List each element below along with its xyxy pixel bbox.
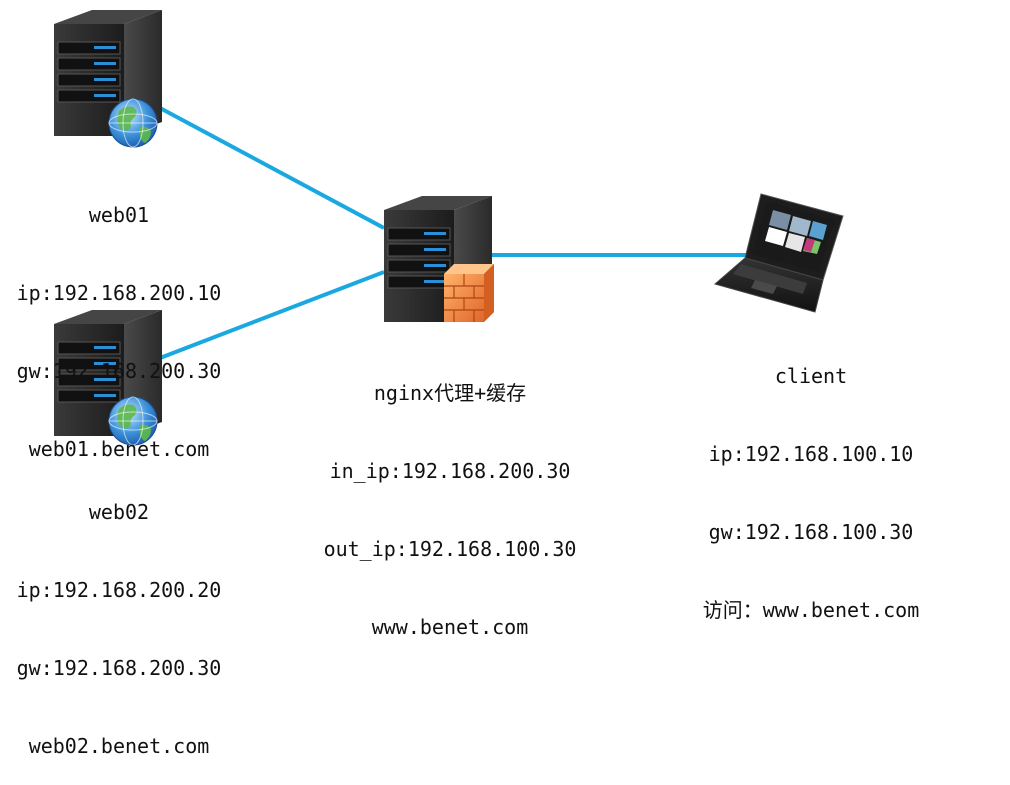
proxy-domain: www.benet.com (371, 615, 529, 639)
web01-label: web01 ip:192.168.200.10 gw:192.168.200.3… (0, 150, 238, 488)
client-visit: 访问：www.benet.com (702, 598, 920, 622)
network-diagram (53, 9, 844, 446)
proxy-out-ip: out_ip:192.168.100.30 (323, 537, 577, 561)
web02-ip: ip:192.168.200.20 (16, 578, 222, 602)
proxy-in-ip: in_ip:192.168.200.30 (329, 459, 571, 483)
web01-domain: web01.benet.com (28, 437, 210, 461)
web01-gateway: gw:192.168.200.30 (16, 359, 222, 383)
client-gateway: gw:192.168.100.30 (708, 520, 914, 544)
firewall-icon (444, 264, 494, 322)
laptop-icon (713, 193, 844, 313)
web01-name: web01 (88, 203, 150, 227)
proxy-name: nginx代理+缓存 (373, 381, 527, 405)
proxy-label: nginx代理+缓存 in_ip:192.168.200.30 out_ip:1… (302, 328, 598, 666)
web02-domain: web02.benet.com (28, 734, 210, 758)
client-name: client (774, 364, 848, 388)
web02-label: web02 ip:192.168.200.20 gw:192.168.200.3… (0, 447, 238, 785)
web02-name: web02 (88, 500, 150, 524)
globe-icon-web01 (108, 98, 158, 148)
web02-gateway: gw:192.168.200.30 (16, 656, 222, 680)
client-ip: ip:192.168.100.10 (708, 442, 914, 466)
link-web02-proxy (159, 270, 385, 360)
web01-ip: ip:192.168.200.10 (16, 281, 222, 305)
link-web01-proxy (159, 106, 385, 230)
client-label: client ip:192.168.100.10 gw:192.168.100.… (680, 311, 942, 649)
